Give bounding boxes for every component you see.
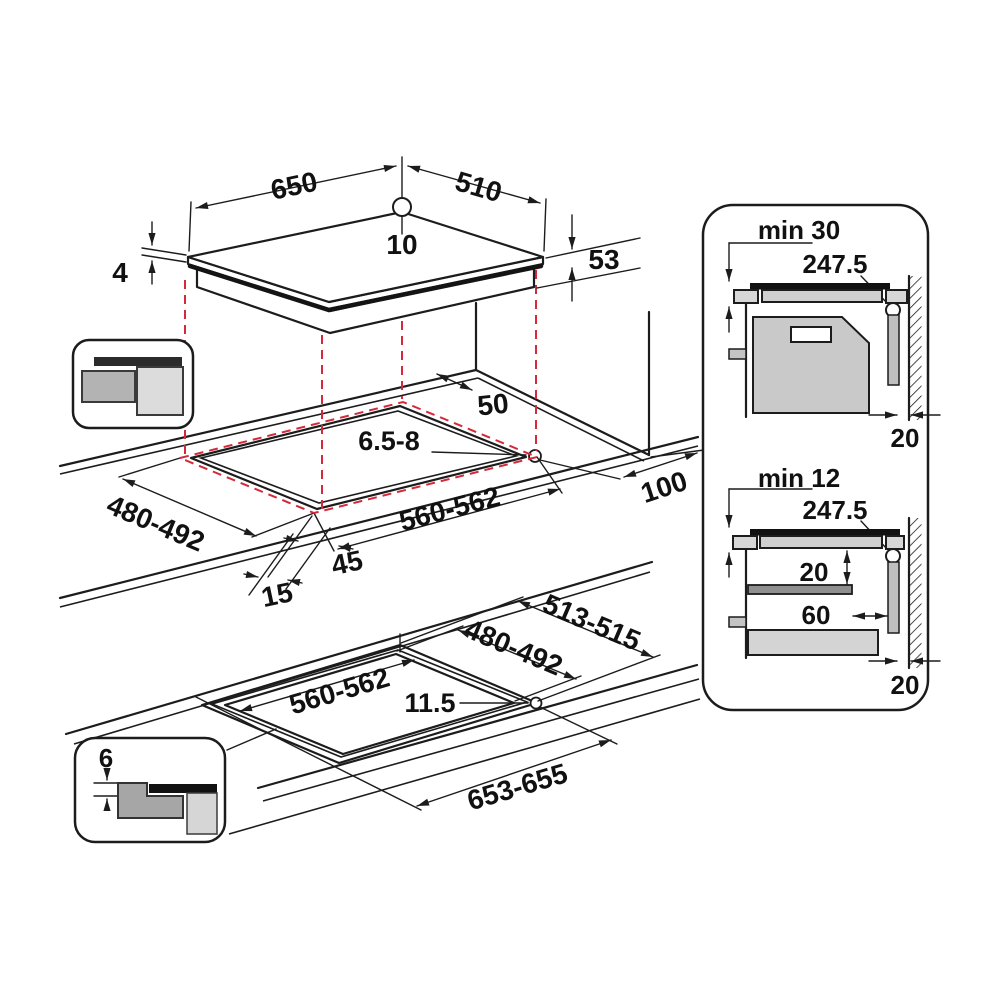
- wall-gap-bottom-label: 20: [891, 670, 920, 700]
- shelf-clearance-section: min 12 247.5 20 60 20: [725, 463, 941, 700]
- flush-outer-depth-dim: [517, 600, 654, 658]
- glass-seal: [187, 263, 544, 313]
- side-clearance-dim: [623, 452, 698, 478]
- rear-batten-b: [887, 561, 900, 634]
- hob-depth-dim: [407, 165, 541, 204]
- flush-depth-label: 480-492: [460, 613, 567, 682]
- worktop-section: [81, 370, 136, 403]
- hole-offset-label: 10: [386, 229, 417, 260]
- oven-clearance-section: min 30 247.5 20: [725, 215, 941, 453]
- hob-body-section-b: [759, 535, 883, 549]
- hob-glass-bottom-section: [750, 529, 900, 536]
- hob-body-section: [761, 289, 883, 303]
- min-clearance-top-label: min 30: [758, 215, 840, 245]
- edge-detail-circle-b: [885, 548, 901, 564]
- oven-body: [752, 316, 870, 414]
- projection-lines: [176, 270, 541, 515]
- flush-radius-label: 11.5: [404, 688, 455, 718]
- glass-thickness-label: 4: [112, 257, 128, 288]
- flush-depth-dim: [457, 629, 577, 680]
- flush-worktop-front-edge: [256, 663, 699, 790]
- drawer: [747, 629, 879, 656]
- glass-section: [94, 357, 182, 366]
- hob-glass-top-section: [750, 283, 890, 290]
- shelf-offset-label: 60: [802, 600, 831, 630]
- side-clearance-label: 100: [637, 465, 691, 509]
- flush-outer-width-dim: [416, 739, 612, 807]
- half-width-top-label: 247.5: [802, 249, 867, 279]
- cabinet-section: [136, 366, 184, 416]
- hob-width-label: 650: [268, 166, 320, 206]
- rebate-depth-label: 6: [99, 743, 113, 773]
- inset-leader: [226, 728, 277, 751]
- hob-width-dim: [195, 164, 397, 210]
- wall-hatch-bottom: [909, 518, 922, 668]
- shelf: [747, 584, 853, 595]
- flush-worktop-back-edge: [64, 560, 654, 736]
- cabinet-section-flush: [186, 792, 218, 835]
- cutout-outline: [189, 404, 528, 511]
- wall-hatch-top: [909, 276, 922, 420]
- cutout-depth-label: 480-492: [102, 489, 209, 558]
- rear-clearance-dim: [436, 373, 473, 391]
- oven-vent: [790, 326, 832, 343]
- hob-depth-label: 510: [452, 166, 505, 209]
- rear-clearance-label: 50: [476, 388, 510, 422]
- rebated-worktop-section: [117, 782, 184, 819]
- front-dim-b-label: 15: [259, 576, 296, 613]
- wall-gap-top-label: 20: [891, 423, 920, 453]
- cutout-projection: [176, 400, 541, 515]
- flush-mount-inset: 6: [73, 736, 227, 844]
- min-clearance-bottom-label: min 12: [758, 463, 840, 493]
- cable-hole: [392, 197, 412, 217]
- rear-batten: [887, 314, 900, 386]
- cutout-width-dim: [337, 488, 561, 550]
- overlap-mount-inset: [71, 338, 195, 430]
- flush-outer-depth-label: 513-515: [538, 588, 645, 657]
- half-width-bottom-label: 247.5: [802, 495, 867, 525]
- shelf-gap-label: 20: [800, 557, 829, 587]
- flush-width-dim: [239, 659, 415, 712]
- body-depth-label: 53: [588, 244, 619, 275]
- worktop-corner-edge: [474, 368, 651, 457]
- cutout-depth-dim: [122, 478, 257, 537]
- hole-diameter-label: 6.5-8: [358, 426, 420, 456]
- clearance-panel: min 30 247.5 20 min 12: [701, 203, 941, 712]
- hob-isometric-view: 10 650 510 4 53: [112, 156, 641, 335]
- worktop-back-edge: [58, 368, 478, 468]
- flush-outer-width-label: 653-655: [464, 757, 571, 816]
- flush-glass-section: [149, 784, 217, 793]
- front-dim-a-label: 45: [329, 544, 366, 581]
- glass-top: [186, 210, 545, 304]
